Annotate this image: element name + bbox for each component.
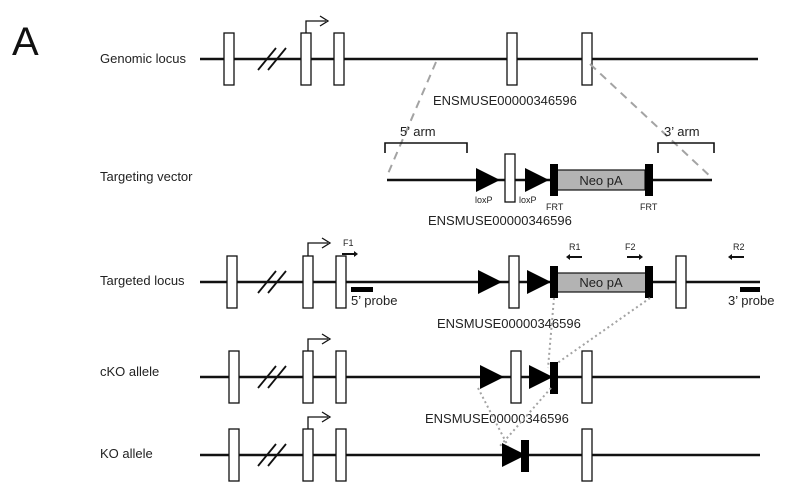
frt-label: FRT: [546, 202, 564, 212]
break-mark: [267, 365, 287, 389]
row-label-ko-allele: KO allele: [100, 446, 153, 461]
five-prime-arm-bracket: [384, 142, 468, 153]
neo-pa-label: Neo pA: [579, 173, 623, 188]
promoter-arrow: [307, 411, 332, 429]
break-mark: [257, 270, 277, 294]
exon: [675, 255, 687, 309]
exon: [223, 32, 235, 86]
genomic-locus-row: Genomic locus ENSMUSE00000346596: [100, 15, 758, 108]
five-prime-probe: [351, 287, 373, 292]
break-mark: [267, 270, 287, 294]
row-label-cko-allele: cKO allele: [100, 364, 159, 379]
targeting-vector-row: Targeting vector 5’ arm 3’ arm Neo pA lo…: [100, 124, 715, 228]
primer-arrow-r2: [728, 254, 744, 260]
three-prime-arm-label: 3’ arm: [664, 124, 700, 139]
loxp-label: loxP: [475, 195, 493, 205]
frt-site: [550, 266, 558, 298]
panel-label: A: [12, 20, 39, 64]
loxp-triangle: [476, 168, 500, 192]
exon: [335, 255, 347, 309]
promoter-arrow: [305, 15, 330, 33]
exon-id-label: ENSMUSE00000346596: [433, 93, 577, 108]
exon: [300, 32, 312, 86]
recombination-connector: [547, 297, 555, 369]
break-mark: [267, 443, 287, 467]
targeted-locus-row: Targeted locus F1 5’ probe Neo pA R1: [100, 237, 775, 331]
exon: [335, 350, 347, 404]
primer-label-f1: F1: [343, 238, 354, 248]
target-exon: [510, 350, 522, 404]
exon: [581, 428, 593, 482]
promoter-arrow: [307, 237, 332, 256]
break-mark: [267, 47, 287, 71]
five-prime-arm-label: 5’ arm: [400, 124, 436, 139]
frt-site: [550, 362, 558, 394]
loxp-triangle: [525, 168, 549, 192]
row-label-genomic-locus: Genomic locus: [100, 51, 186, 66]
three-prime-probe-label: 3’ probe: [728, 293, 775, 308]
frt-site: [645, 164, 653, 196]
exon-id-label: ENSMUSE00000346596: [425, 411, 569, 426]
homology-connector-left: [386, 61, 437, 177]
loxp-label: loxP: [519, 195, 537, 205]
loxp-triangle: [502, 443, 526, 467]
exon: [228, 428, 240, 482]
exon: [228, 350, 240, 404]
row-label-targeted-locus: Targeted locus: [100, 273, 185, 288]
frt-site: [550, 164, 558, 196]
break-mark: [257, 47, 277, 71]
target-exon: [508, 255, 520, 309]
primer-label-f2: F2: [625, 242, 636, 252]
loxp-triangle: [480, 365, 504, 389]
break-mark: [257, 365, 277, 389]
ko-allele-row: KO allele: [100, 411, 760, 482]
exon: [581, 350, 593, 404]
primer-arrow-f2: [627, 254, 643, 260]
target-exon: [504, 153, 516, 203]
target-exon: [506, 32, 518, 86]
loxp-triangle: [529, 365, 553, 389]
exon-id-label: ENSMUSE00000346596: [437, 316, 581, 331]
primer-label-r1: R1: [569, 242, 581, 252]
recombination-connector: [477, 387, 509, 447]
loxp-triangle: [527, 270, 551, 294]
exon: [302, 428, 314, 482]
three-prime-arm-bracket: [657, 142, 715, 153]
frt-site: [521, 440, 529, 472]
exon: [333, 32, 345, 86]
recombination-connector: [555, 297, 651, 365]
exon: [335, 428, 347, 482]
frt-site: [645, 266, 653, 298]
primer-label-r2: R2: [733, 242, 745, 252]
three-prime-probe: [740, 287, 760, 292]
cko-allele-row: cKO allele ENSMUSE00000346596: [100, 333, 760, 426]
exon: [302, 350, 314, 404]
exon: [302, 255, 314, 309]
row-label-targeting-vector: Targeting vector: [100, 169, 193, 184]
break-mark: [257, 443, 277, 467]
exon-id-label: ENSMUSE00000346596: [428, 213, 572, 228]
homology-connector-right: [589, 63, 713, 179]
frt-label: FRT: [640, 202, 658, 212]
exon: [226, 255, 238, 309]
five-prime-probe-label: 5’ probe: [351, 293, 398, 308]
loxp-triangle: [478, 270, 502, 294]
exon: [581, 32, 593, 86]
promoter-arrow: [307, 333, 332, 351]
neo-pa-label: Neo pA: [579, 275, 623, 290]
primer-arrow-f1: [342, 251, 358, 257]
primer-arrow-r1: [566, 254, 582, 260]
